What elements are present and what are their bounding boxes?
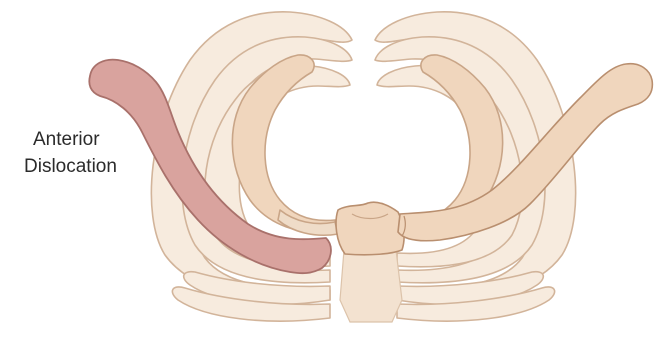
anterior-dislocation-label: Anterior Dislocation [24,126,117,180]
sternum-body [340,250,402,322]
label-line-2: Dislocation [24,153,117,180]
manubrium [336,202,404,255]
label-line-1: Anterior [24,126,117,153]
